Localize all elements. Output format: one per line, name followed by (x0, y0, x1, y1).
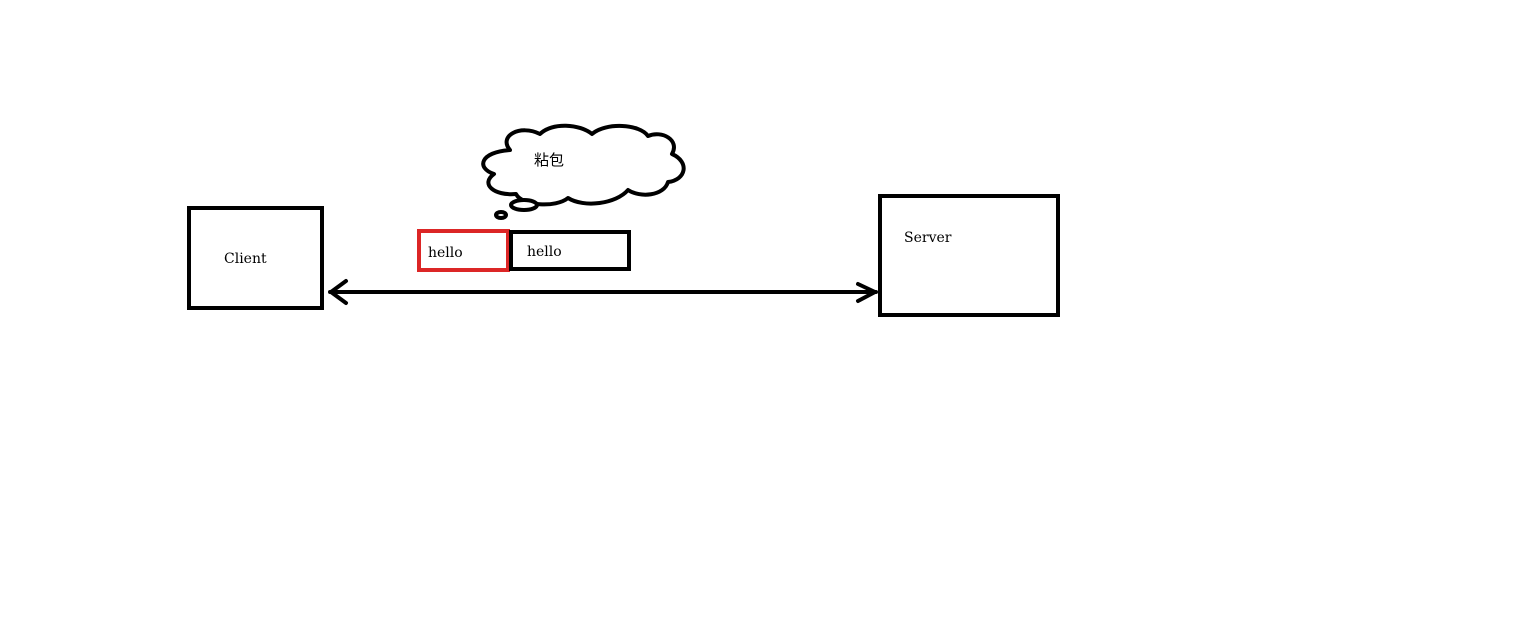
client-label: Client (224, 251, 267, 267)
packet-label: hello (527, 244, 562, 260)
bidirectional-arrow (328, 279, 878, 305)
server-label: Server (904, 230, 952, 246)
client-box (187, 206, 324, 310)
cloud-bubble-large (509, 198, 539, 212)
cloud-bubble-small (494, 210, 508, 220)
left-arrowhead (329, 279, 348, 305)
packet-label: hello (428, 245, 463, 261)
packet-box-black (509, 230, 631, 271)
thought-cloud (481, 123, 686, 220)
cloud-shape (481, 123, 686, 207)
server-box (878, 194, 1060, 317)
cloud-label: 粘包 (534, 151, 565, 169)
right-arrowhead (856, 282, 877, 303)
packet-box-red (417, 229, 510, 272)
